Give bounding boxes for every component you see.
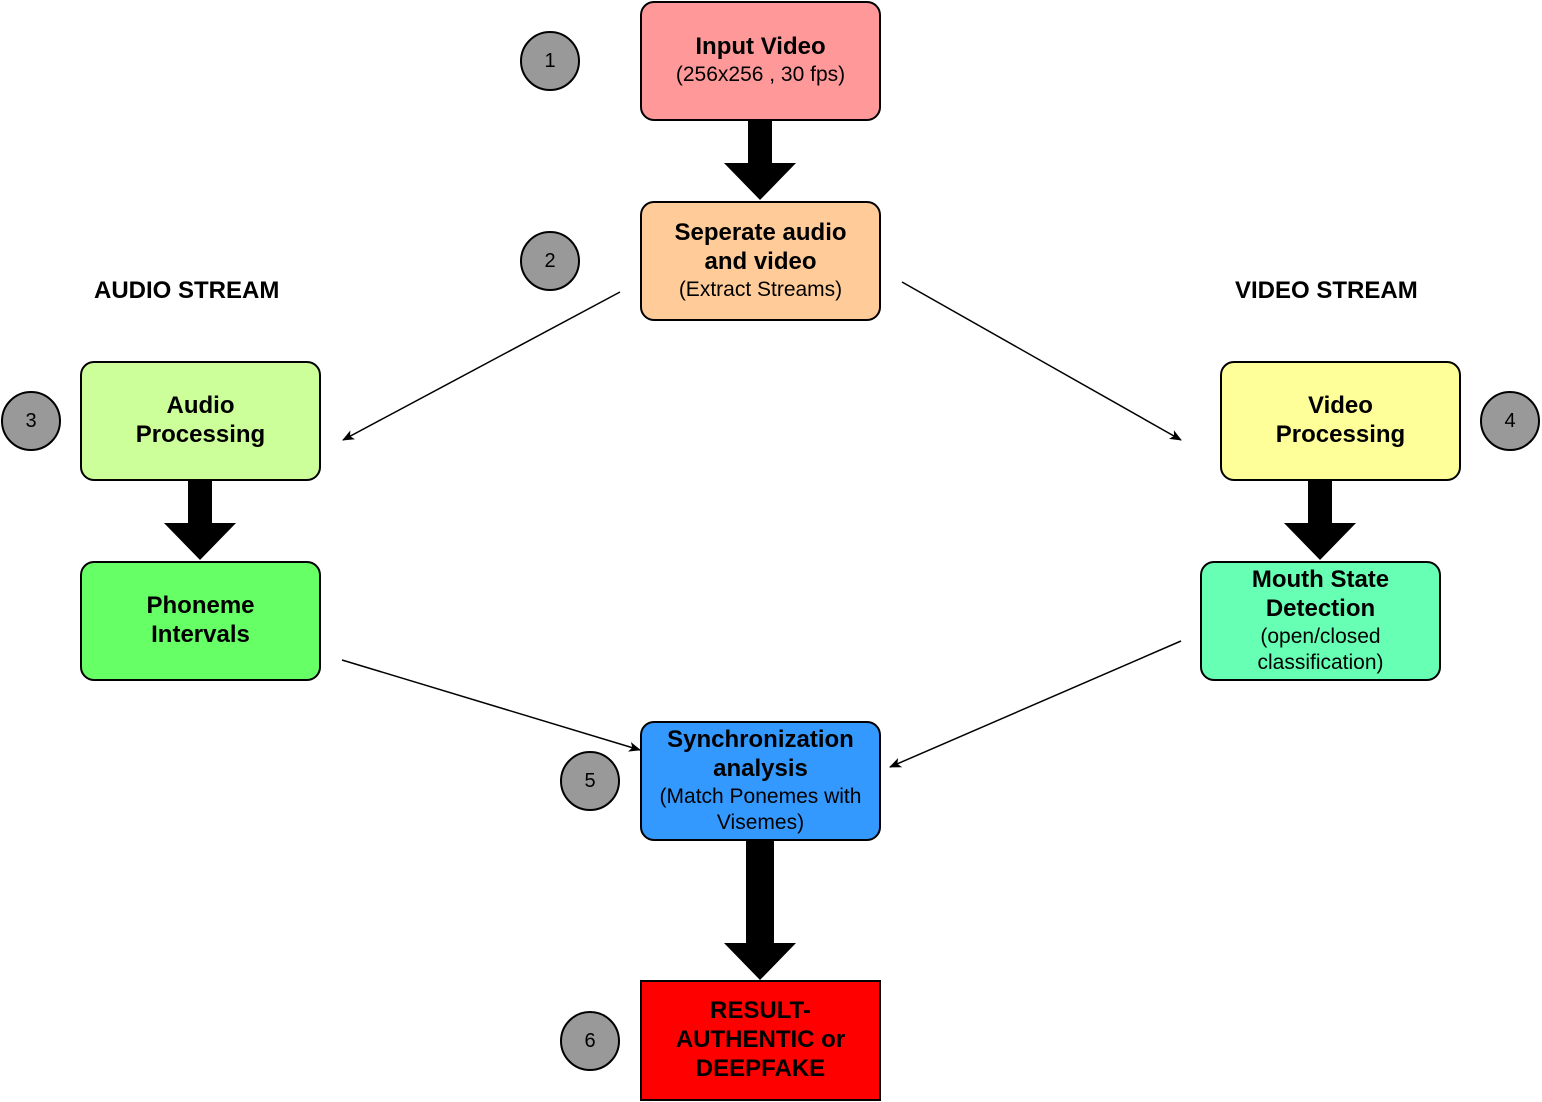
step-5-badge: 5 <box>560 751 620 811</box>
mouth-state-box: Mouth State Detection (open/closed class… <box>1200 561 1441 681</box>
arrow-separate-to-audio <box>342 291 621 441</box>
audio-processing-box: Audio Processing <box>80 361 321 481</box>
separate-streams-title: Seperate audio and video <box>674 219 847 275</box>
input-video-subtitle: (256x256 , 30 fps) <box>675 63 846 87</box>
arrow-sync-to-result <box>724 840 796 980</box>
separate-streams-subtitle: (Extract Streams) <box>678 277 843 301</box>
synchronization-subtitle: (Match Ponemes with Visemes) <box>659 784 862 834</box>
video-processing-box: Video Processing <box>1220 361 1461 481</box>
result-box: RESULT- AUTHENTIC or DEEPFAKE <box>640 980 881 1101</box>
synchronization-box: Synchronization analysis (Match Ponemes … <box>640 721 881 841</box>
phoneme-intervals-title: Phoneme Intervals <box>146 592 255 648</box>
step-1-badge: 1 <box>520 31 580 91</box>
video-stream-label: VIDEO STREAM <box>1235 277 1418 304</box>
audio-stream-label: AUDIO STREAM <box>94 277 280 304</box>
step-4-badge: 4 <box>1480 391 1540 451</box>
arrow-input-to-separate <box>724 120 796 200</box>
arrow-audio-processing-to-phoneme <box>164 480 236 560</box>
phoneme-intervals-box: Phoneme Intervals <box>80 561 321 681</box>
mouth-state-subtitle: (open/closed classification) <box>1257 624 1384 674</box>
arrow-phoneme-to-sync <box>341 659 641 752</box>
step-6-badge: 6 <box>560 1011 620 1071</box>
input-video-box: Input Video (256x256 , 30 fps) <box>640 1 881 121</box>
arrow-video-processing-to-mouth <box>1284 480 1356 560</box>
video-processing-title: Video Processing <box>1275 392 1406 448</box>
input-video-title: Input Video <box>695 33 826 61</box>
arrow-mouth-to-sync <box>889 640 1182 768</box>
synchronization-title: Synchronization analysis <box>667 725 854 782</box>
mouth-state-title: Mouth State Detection <box>1251 565 1390 622</box>
audio-processing-title: Audio Processing <box>135 392 266 448</box>
step-2-badge: 2 <box>520 231 580 291</box>
step-3-badge: 3 <box>1 391 61 451</box>
separate-streams-box: Seperate audio and video (Extract Stream… <box>640 201 881 321</box>
result-title: RESULT- AUTHENTIC or DEEPFAKE <box>675 997 846 1082</box>
arrow-separate-to-video <box>901 281 1182 441</box>
